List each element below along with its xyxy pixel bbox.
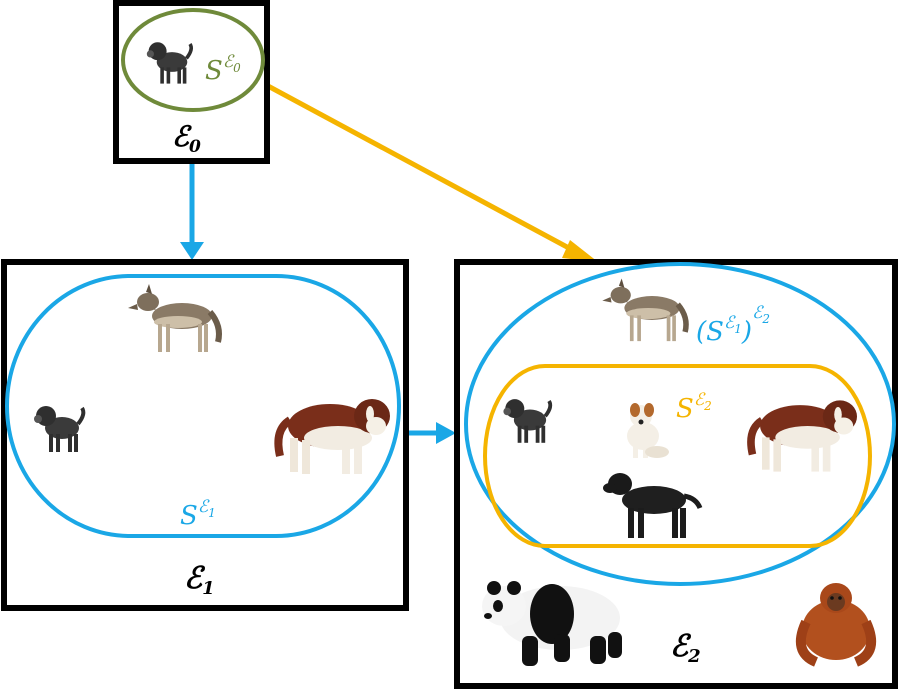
env0-set-ellipse xyxy=(121,8,265,112)
env2-inner-set-label: Sℰ2 xyxy=(676,390,712,424)
arrow-env0-to-env2 xyxy=(266,83,598,262)
env1-label: ℰ1 xyxy=(184,561,215,599)
env1-set-label: Sℰ1 xyxy=(180,497,216,531)
env2-label: ℰ2 xyxy=(670,629,701,667)
env1-box: Sℰ1 ℰ1 xyxy=(1,259,409,611)
env0-label: ℰ0 xyxy=(172,120,201,157)
env2-outer-set-label: (Sℰ1)ℰ2 xyxy=(696,303,770,347)
arrow-env0-to-env1 xyxy=(180,162,204,260)
arrow-env1-to-env2 xyxy=(408,422,456,444)
env2-box: (Sℰ1)ℰ2 Sℰ2 ℰ2 xyxy=(454,259,898,689)
env1-set-shape xyxy=(5,274,401,538)
env2-outer-set-ellipse xyxy=(464,262,896,586)
env0-set-label: Sℰ0 xyxy=(205,52,241,86)
env0-box: Sℰ0 ℰ0 xyxy=(113,0,270,164)
env2-inner-set-shape xyxy=(483,364,872,548)
